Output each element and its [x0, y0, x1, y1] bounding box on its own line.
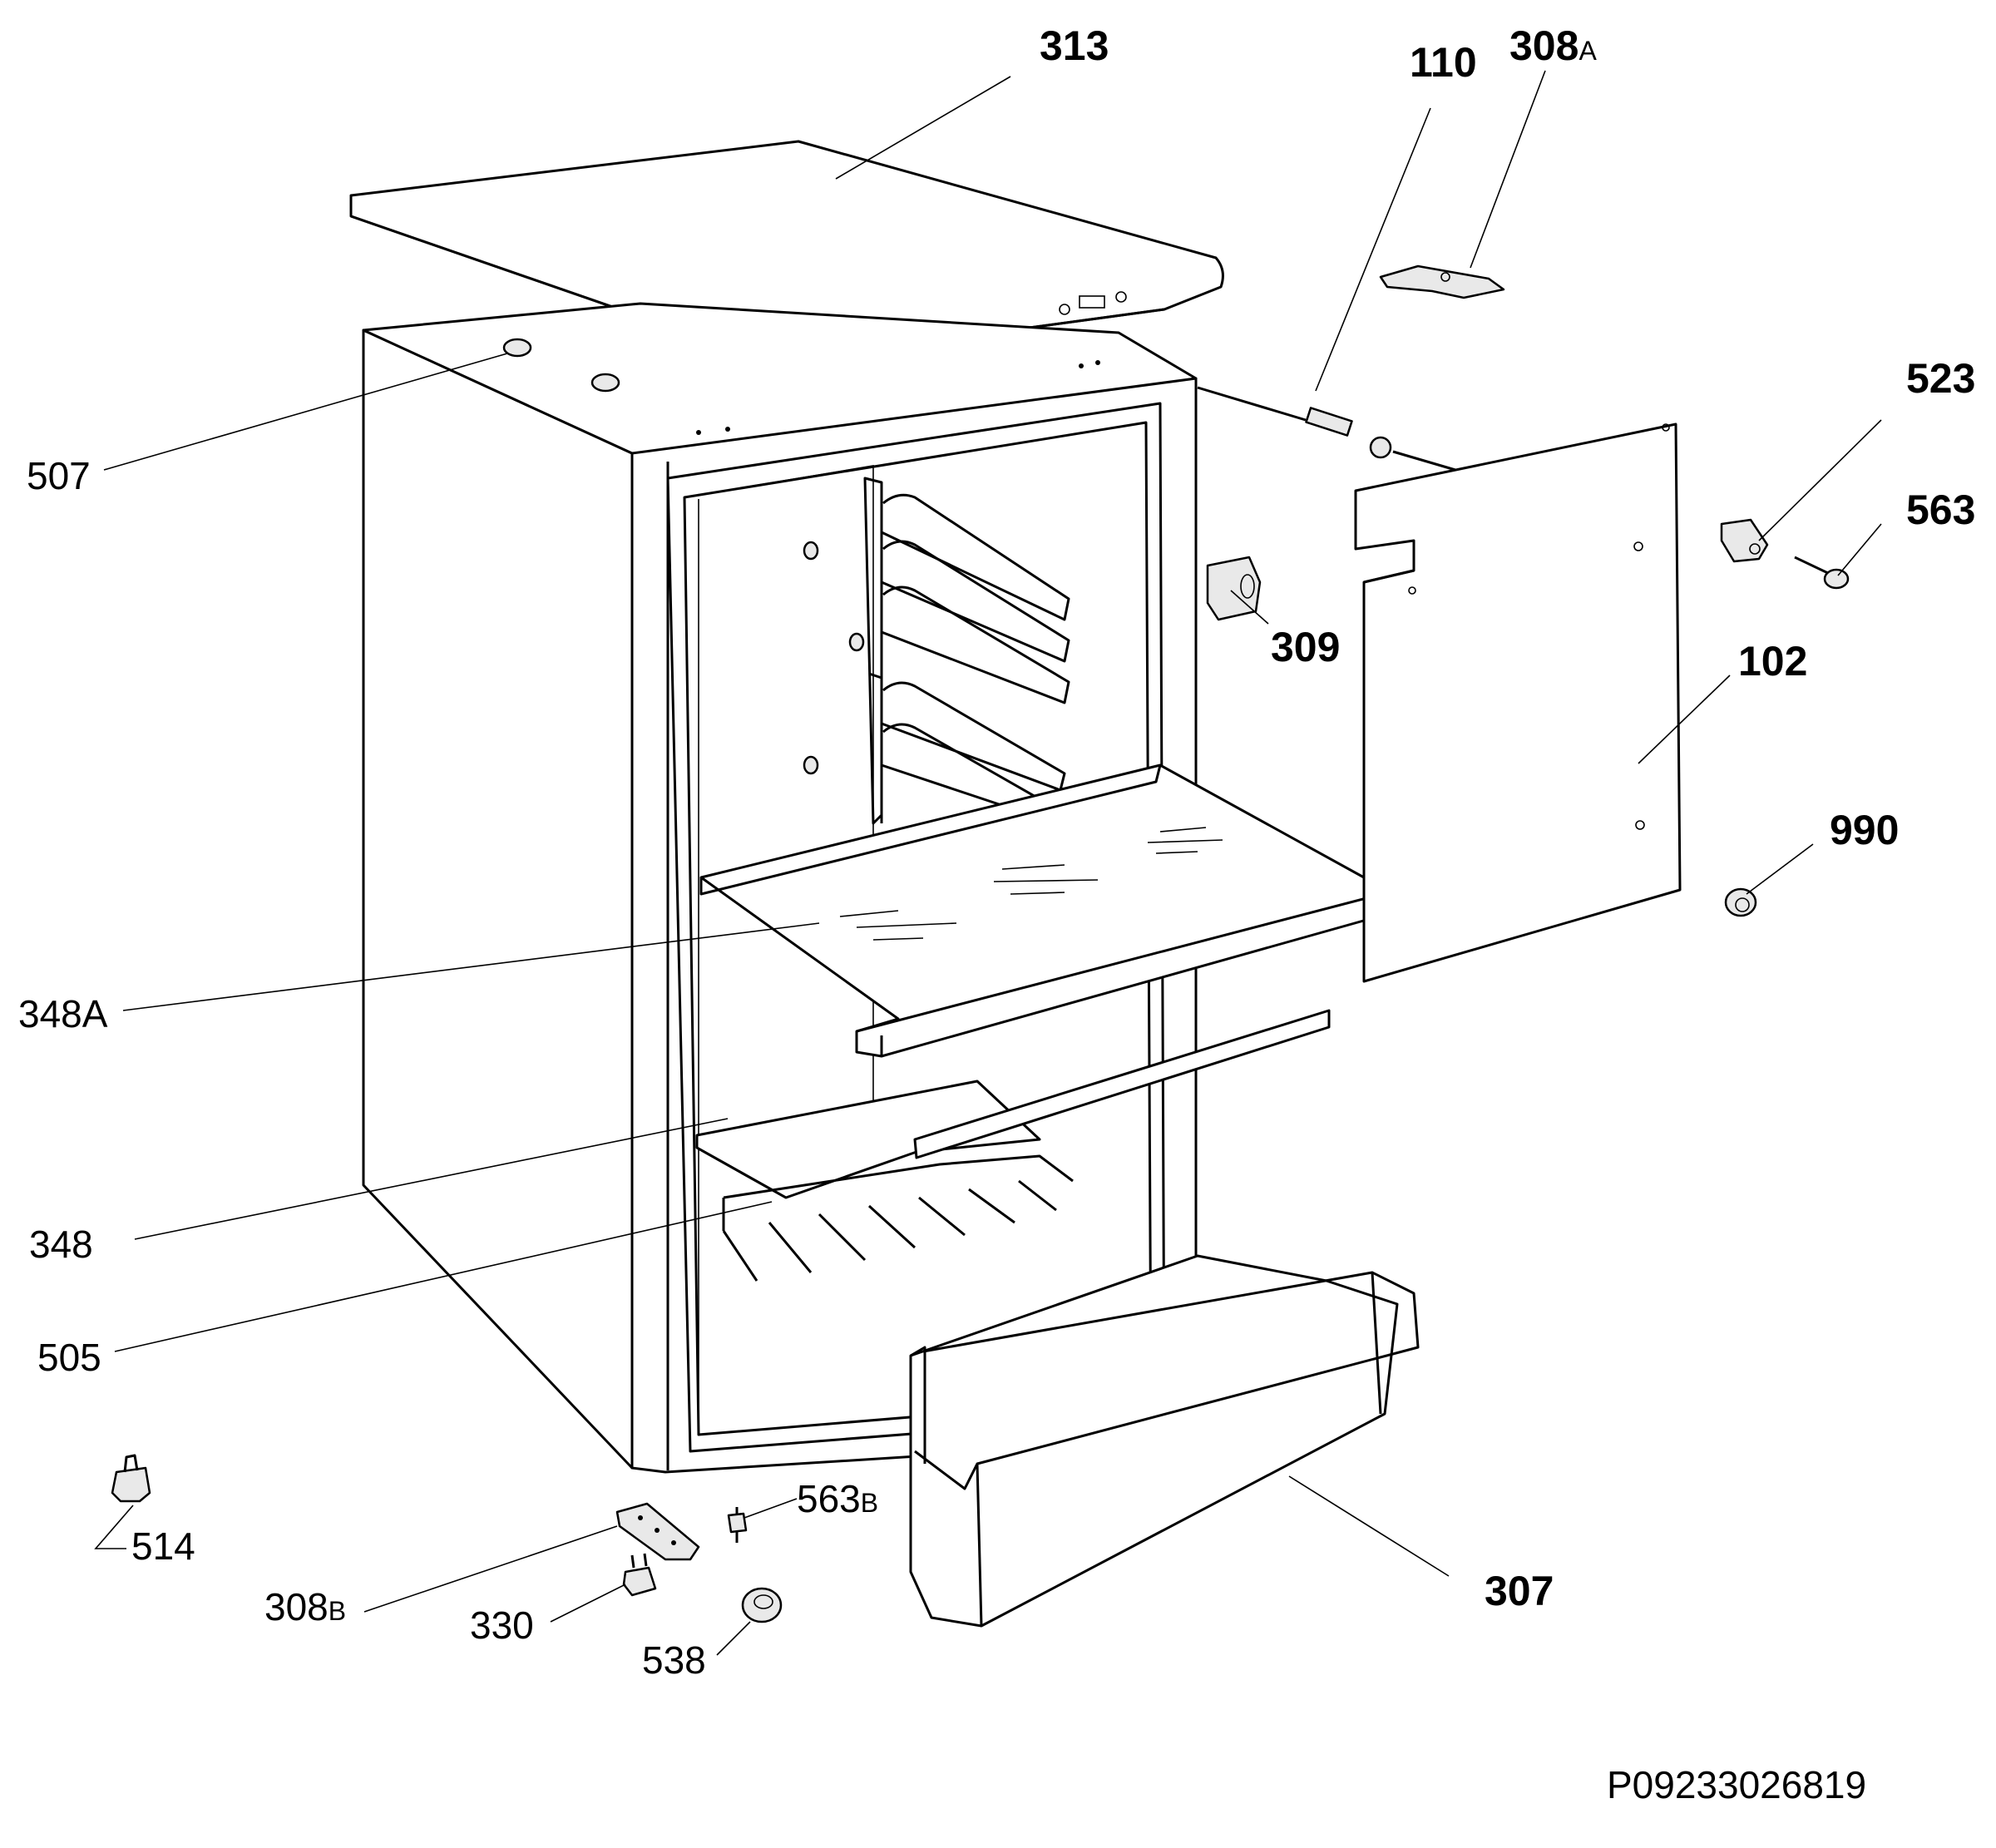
label-507: 507: [27, 454, 91, 497]
label-505: 505: [37, 1336, 101, 1379]
screw-icon: [502, 338, 1100, 435]
label-348: 348: [29, 1223, 93, 1266]
foot-514: [111, 1454, 151, 1503]
screw-563: [1794, 556, 1850, 590]
leader-lines: [94, 70, 1882, 1656]
drawing-number: P09233026819: [1607, 1763, 1866, 1806]
label-990: 990: [1830, 807, 1899, 853]
label-308b: 308B: [264, 1585, 346, 1628]
door-102: [1354, 422, 1682, 983]
shelf-348: [695, 1009, 1331, 1199]
glass-shelf-348a: [699, 763, 1415, 1058]
label-309: 309: [1271, 624, 1340, 670]
hinge-523: [1720, 518, 1769, 563]
hinge-bracket-308a: [1379, 264, 1505, 299]
hinge-pin-110: [1197, 386, 1456, 472]
label-102: 102: [1738, 638, 1807, 684]
label-538: 538: [642, 1638, 706, 1682]
label-563b: 563B: [797, 1477, 878, 1520]
label-307: 307: [1485, 1568, 1554, 1614]
pin-330: [622, 1553, 657, 1597]
label-313: 313: [1040, 22, 1109, 69]
crisper-drawer-307: [909, 1254, 1420, 1628]
label-523: 523: [1906, 355, 1975, 402]
cap-990: [1724, 887, 1757, 917]
label-563: 563: [1906, 487, 1975, 533]
label-514: 514: [131, 1524, 195, 1568]
pin-563b: [727, 1507, 748, 1543]
label-110: 110: [1410, 39, 1477, 86]
hinge-308b: [615, 1502, 700, 1561]
cap-538: [741, 1587, 783, 1623]
label-308a: 308A: [1509, 22, 1597, 69]
wire-rack-505: [722, 1154, 1074, 1282]
label-348a: 348A: [18, 992, 108, 1035]
label-330: 330: [470, 1603, 534, 1647]
part-labels: 313 110 308A 523 563 507 309 102 990 348…: [18, 22, 1975, 1806]
shelf-support-rails: [803, 477, 1070, 825]
